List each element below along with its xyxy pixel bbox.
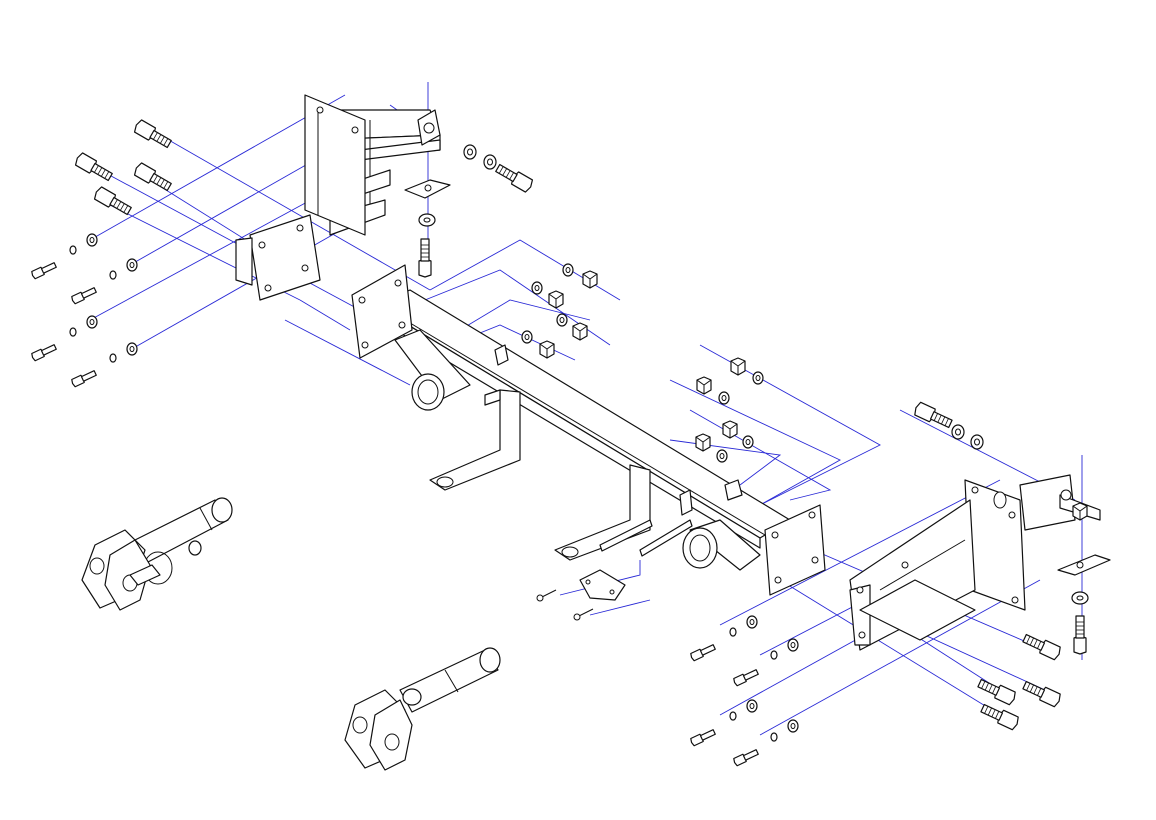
washer	[770, 650, 778, 660]
washer	[1071, 591, 1089, 605]
bolt-small-7	[690, 729, 716, 747]
washer	[716, 449, 728, 463]
bolt-left-top	[495, 163, 534, 193]
right-bracket-assembly	[849, 474, 1111, 651]
washer	[463, 144, 477, 160]
bolt-small-1	[31, 262, 57, 280]
hex-nut	[695, 433, 711, 452]
bolt-left-3	[133, 162, 172, 192]
washer	[729, 627, 737, 637]
bolt-small-3	[31, 344, 57, 362]
bolt-right-3	[977, 678, 1016, 706]
washer	[86, 233, 98, 247]
bolt-small-8	[733, 749, 759, 767]
bolt-small-5	[690, 644, 716, 662]
hex-nut	[730, 357, 746, 376]
washer	[770, 732, 778, 742]
bolt-left-vertical	[418, 238, 432, 278]
washers	[69, 144, 1089, 742]
bolt-right-5	[980, 703, 1019, 731]
center-plate	[579, 569, 626, 601]
hex-nut	[582, 270, 598, 289]
bolt-right-2	[1022, 633, 1061, 661]
left-bracket-assembly	[235, 94, 451, 301]
bolt-small-4	[71, 370, 97, 388]
washer	[109, 353, 117, 363]
washer	[787, 719, 799, 733]
washer	[418, 213, 436, 227]
bolt-right-vertical	[1073, 615, 1087, 655]
bolt-right-4	[1022, 680, 1061, 708]
washer	[752, 371, 764, 385]
hex-bolts	[31, 119, 1087, 767]
hex-nut	[539, 340, 555, 359]
washer	[562, 263, 574, 277]
washer	[126, 342, 138, 356]
washer	[69, 327, 77, 337]
bolt-small-6	[733, 669, 759, 687]
washer	[86, 315, 98, 329]
bolt-right-1	[914, 401, 953, 429]
washer	[742, 435, 754, 449]
bolt-small-2	[71, 287, 97, 305]
bolt-left-1	[133, 119, 172, 149]
hex-nut	[1072, 502, 1088, 521]
washer	[483, 154, 497, 170]
hex-nuts	[539, 270, 1088, 521]
washer	[951, 424, 965, 440]
bolt-left-2	[74, 152, 113, 182]
bolt-left-4	[93, 186, 132, 216]
washer	[531, 281, 543, 295]
screws	[536, 589, 594, 621]
washer	[970, 434, 984, 450]
hex-nut	[572, 322, 588, 341]
washer	[746, 615, 758, 629]
washer	[521, 330, 533, 344]
washer	[718, 391, 730, 405]
washer	[126, 258, 138, 272]
hex-nut	[696, 376, 712, 395]
washer	[556, 313, 568, 327]
hex-nut	[548, 290, 564, 309]
tow-pin-clevis-right	[344, 647, 501, 771]
washer	[746, 699, 758, 713]
left-safety-tab	[429, 389, 521, 491]
main-crossbar	[351, 264, 826, 596]
washer	[787, 638, 799, 652]
hex-nut	[722, 420, 738, 439]
washer	[729, 711, 737, 721]
tow-pin-clevis-left	[81, 497, 233, 611]
washer	[109, 270, 117, 280]
washer	[69, 245, 77, 255]
